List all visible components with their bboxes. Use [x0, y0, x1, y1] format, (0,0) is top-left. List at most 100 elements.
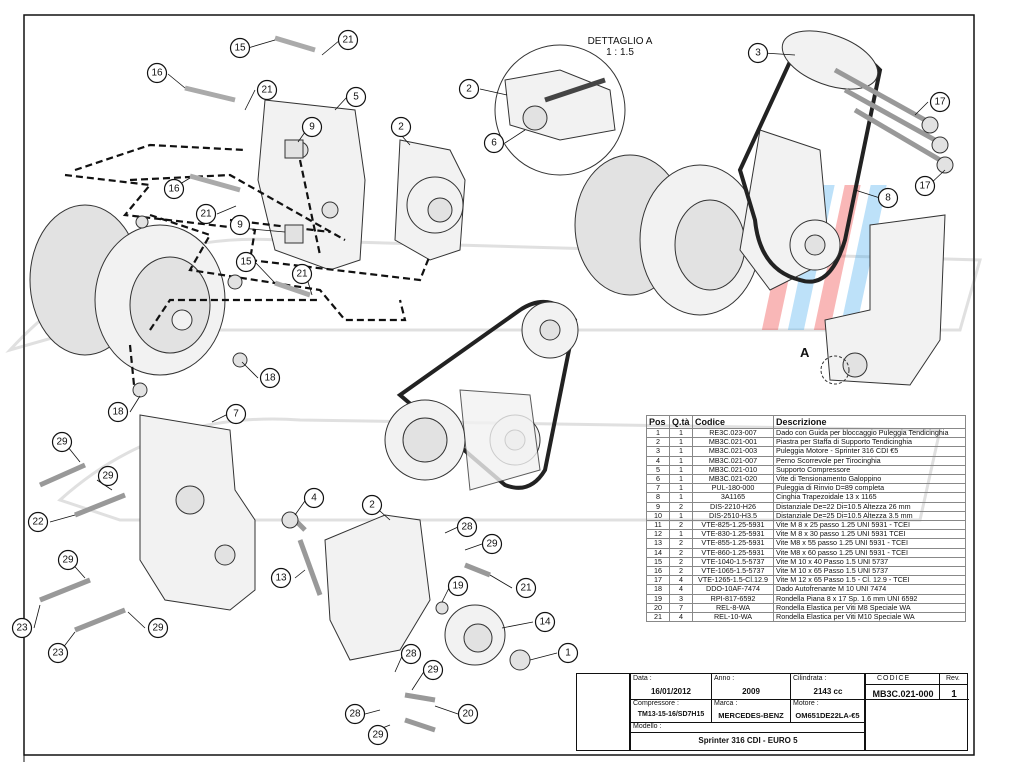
bom-cell-desc: Supporto Compressore [773, 464, 966, 476]
bom-cell-pos: 10 [646, 510, 670, 522]
value-marca: MERCEDES-BENZ [718, 711, 784, 720]
bom-cell-pos: 2 [646, 437, 670, 448]
engine-pulley [781, 30, 879, 90]
bom-cell-pos: 1 [646, 427, 670, 439]
bom-header-code: Codice [692, 415, 774, 429]
label-modello: Modello : [633, 723, 662, 730]
callout-number: 4 [311, 493, 317, 504]
callout-number: 5 [353, 92, 359, 103]
bom-cell-code: RE3C.023-007 [692, 427, 774, 439]
bom-cell-desc: Perno Scorrevole per Tirocinghia [773, 455, 966, 466]
callout-bubble: 21 [195, 203, 217, 225]
callout-bubble: 28 [344, 703, 366, 725]
callout-number: 2 [369, 500, 375, 511]
callout-bubble: 23 [47, 642, 69, 664]
bom-cell-pos: 19 [646, 593, 670, 604]
bom-cell-desc: Puleggia di Rinvio D=89 completa [773, 483, 966, 494]
bom-cell-desc: Rondella Elastica per Viti M10 Speciale … [773, 612, 966, 623]
callout-bubble: 17 [929, 91, 951, 113]
bom-cell-code: DDO-10AF-7474 [692, 584, 774, 595]
bom-cell-qty: 2 [669, 538, 693, 549]
bom-cell-code: REL-10-WA [692, 612, 774, 623]
bom-cell-code: MB3C.021-010 [692, 464, 774, 476]
callout-number: 2 [466, 84, 472, 95]
callout-bubble: 29 [367, 724, 389, 746]
callout-number: 29 [372, 730, 384, 741]
bom-cell-qty: 1 [669, 437, 693, 448]
value-rev: 1 [951, 689, 957, 700]
callout-number: 21 [342, 35, 354, 46]
callout-number: 18 [264, 373, 276, 384]
bom-header-qty: Q.tà [669, 415, 693, 429]
callout-number: 15 [240, 257, 252, 268]
bom-cell-code: REL-8-WA [692, 602, 774, 614]
callout-number: 29 [56, 437, 68, 448]
callout-bubble: 21 [515, 577, 537, 599]
bom-cell-qty: 2 [669, 520, 693, 531]
callout-number: 8 [885, 193, 891, 204]
callout-bubble: 17 [914, 175, 936, 197]
callout-number: 16 [151, 68, 163, 79]
callout-bubble: 29 [51, 431, 73, 453]
callout-number: 28 [461, 522, 473, 533]
bom-cell-qty: 2 [669, 547, 693, 558]
callout-number: 21 [520, 583, 532, 594]
bom-cell-code: VTE-1265-1.5-Cl.12.9 [692, 575, 774, 586]
bom-cell-qty: 7 [669, 602, 693, 614]
bom-cell-code: VTE-830-1.25-5931 [692, 529, 774, 540]
bom-cell-desc: Vite di Tensionamento Galoppino [773, 474, 966, 485]
callout-bubble: 6 [483, 132, 505, 154]
detail-title: DETTAGLIO A 1 : 1.5 [580, 36, 660, 58]
callout-number: 29 [486, 539, 498, 550]
callout-bubble: 14 [534, 611, 556, 633]
bom-cell-code: MB3C.021-001 [692, 437, 774, 448]
callout-number: 22 [32, 517, 44, 528]
callout-bubble: 22 [27, 511, 49, 533]
assembled-view [574, 30, 954, 386]
callout-number: 28 [405, 649, 417, 660]
bom-cell-qty: 2 [669, 501, 693, 512]
bom-cell-qty: 1 [669, 529, 693, 540]
callout-bubble: 9 [301, 116, 323, 138]
callout-number: 29 [152, 623, 164, 634]
bom-cell-pos: 14 [646, 547, 670, 558]
bom-cell-desc: Vite M8 x 60 passo 1.25 UNI 5931 - TCEI [773, 547, 966, 558]
callout-number: 7 [233, 409, 239, 420]
callout-number: 19 [452, 581, 464, 592]
bom-cell-desc: Vite M 10 x 40 Passo 1.5 UNI 5737 [773, 556, 966, 568]
bom-cell-code: RPI-817-6592 [692, 593, 774, 604]
bom-cell-qty: 4 [669, 612, 693, 623]
callout-number: 16 [168, 184, 180, 195]
callout-bubble: 2 [361, 494, 383, 516]
bom-cell-code: MB3C.021-020 [692, 474, 774, 485]
callout-number: 18 [112, 407, 124, 418]
callout-number: 23 [16, 623, 28, 634]
value-codice: MB3C.021-000 [872, 689, 934, 699]
bom-cell-code: VTE-855-1.25-5931 [692, 538, 774, 549]
bom-cell-code: MB3C.021-003 [692, 446, 774, 457]
callout-bubble: 29 [147, 617, 169, 639]
bom-cell-desc: Cinghia Trapezoidale 13 x 1165 [773, 492, 966, 503]
bom-cell-qty: 4 [669, 584, 693, 595]
bom-cell-pos: 6 [646, 474, 670, 485]
bom-cell-desc: Dado Autofrenante M 10 UNI 7474 [773, 584, 966, 595]
value-anno: 2009 [742, 687, 760, 696]
bom-cell-pos: 21 [646, 612, 670, 623]
callout-number: 14 [539, 617, 551, 628]
callout-bubble: 1 [557, 642, 579, 664]
value-modello: Sprinter 316 CDI - EURO 5 [698, 736, 798, 745]
bom-cell-desc: Vite M 10 x 65 Passo 1.5 UNI 5737 [773, 566, 966, 577]
bom-cell-qty: 1 [669, 446, 693, 457]
callout-number: 9 [237, 220, 243, 231]
bom-cell-desc: Vite M 8 x 30 passo 1.25 UNI 5931 TCEI [773, 529, 966, 540]
value-data: 16/01/2012 [650, 687, 692, 696]
callout-number: 2 [398, 122, 404, 133]
